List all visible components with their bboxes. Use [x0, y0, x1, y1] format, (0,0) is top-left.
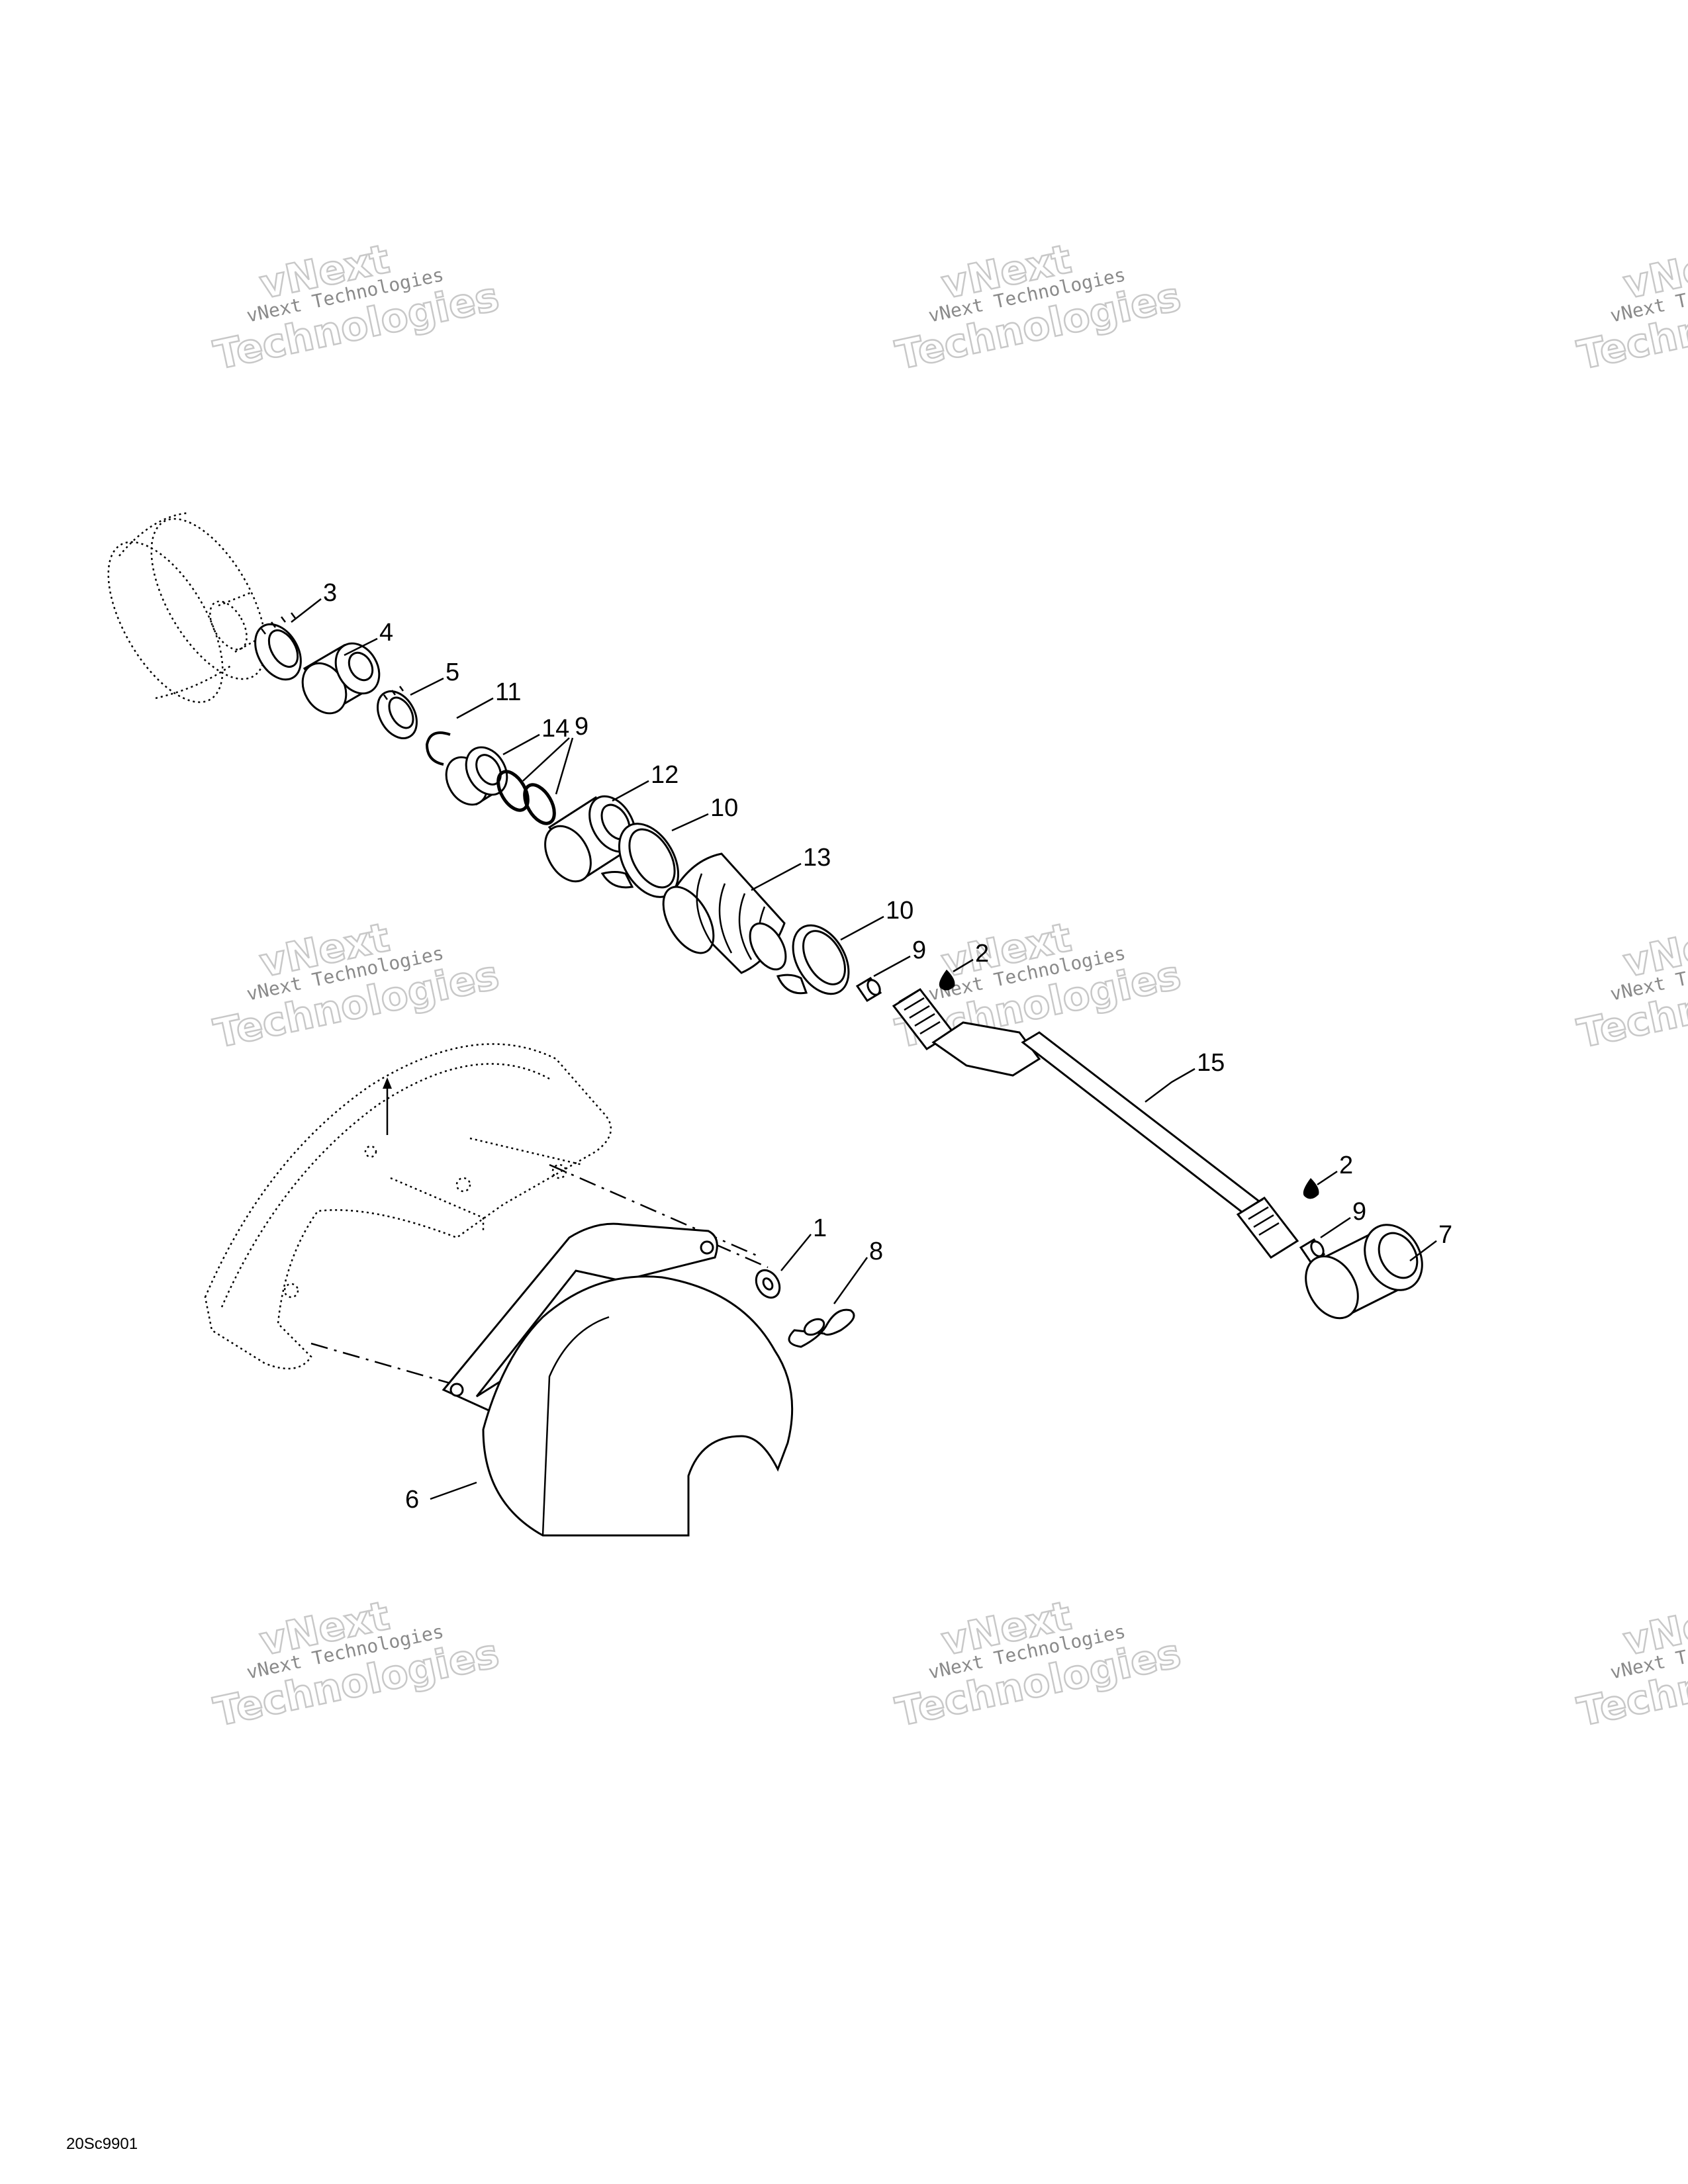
- callout-2: 2: [1339, 1152, 1353, 1179]
- part-10-hose-clamp-lower: [776, 924, 850, 995]
- part-9-o-rings: [496, 770, 556, 825]
- part-7-end-bearing: [1305, 1224, 1423, 1320]
- part-2-grease-drop-upper: [939, 970, 955, 991]
- part-2-grease-drop-lower: [1303, 1178, 1319, 1199]
- leader-lines: [291, 598, 1437, 1500]
- callout-6: 6: [405, 1486, 419, 1514]
- callout-13: 13: [803, 844, 831, 872]
- part-5-clamp: [377, 686, 418, 739]
- part-6-cover: [442, 1222, 794, 1537]
- part-10-hose-clamp-upper: [600, 823, 680, 898]
- callout-11: 11: [495, 678, 521, 706]
- watermark: vNext vNext Technologies Technologies: [209, 913, 504, 1058]
- watermark: vNext vNext Technologies Technologies: [209, 235, 504, 380]
- drive-pulley-outline: [107, 512, 267, 704]
- watermark: vNext vNext Technologies Technologies: [1573, 235, 1688, 380]
- watermark: vNext vNext Technologies Technologies: [1573, 913, 1688, 1058]
- part-11-o-ring: [425, 731, 451, 766]
- callout-12: 12: [651, 761, 679, 789]
- part-1-washer: [755, 1269, 781, 1299]
- callout-9: 9: [575, 713, 588, 741]
- callout-labels: 3 4 5 11 14 9 12 10 13 10 9 2 15 2 9 7 1…: [323, 579, 1452, 1514]
- callout-3: 3: [323, 579, 337, 607]
- callout-8: 8: [869, 1238, 883, 1265]
- callout-9: 9: [1352, 1198, 1366, 1226]
- callout-2: 2: [975, 940, 989, 968]
- watermark: vNext vNext Technologies Technologies: [1573, 1592, 1688, 1737]
- callout-14: 14: [541, 715, 569, 743]
- part-3-clamp: [254, 612, 302, 681]
- callout-4: 4: [379, 619, 393, 647]
- watermark: vNext vNext Technologies Technologies: [209, 1592, 504, 1737]
- watermark: vNext vNext Technologies Technologies: [891, 1592, 1186, 1737]
- callout-5: 5: [445, 659, 459, 686]
- callout-10: 10: [710, 794, 738, 822]
- callout-10: 10: [886, 897, 914, 925]
- callout-15: 15: [1197, 1049, 1225, 1077]
- callout-9: 9: [912, 936, 926, 964]
- diagram-reference-code: 20Sc9901: [66, 2135, 138, 2153]
- callout-7: 7: [1438, 1221, 1452, 1249]
- assembly-centerlines: [310, 1163, 769, 1385]
- belt-guard-outline: [204, 1043, 612, 1370]
- part-15-drive-shaft: [892, 988, 1299, 1259]
- callout-1: 1: [813, 1214, 827, 1242]
- part-13-bellows: [662, 852, 787, 974]
- watermark: vNext vNext Technologies Technologies: [891, 235, 1186, 380]
- part-9-plug-upper: [855, 976, 882, 1003]
- part-8-wing-nut: [788, 1308, 855, 1348]
- part-4-housing: [301, 642, 381, 715]
